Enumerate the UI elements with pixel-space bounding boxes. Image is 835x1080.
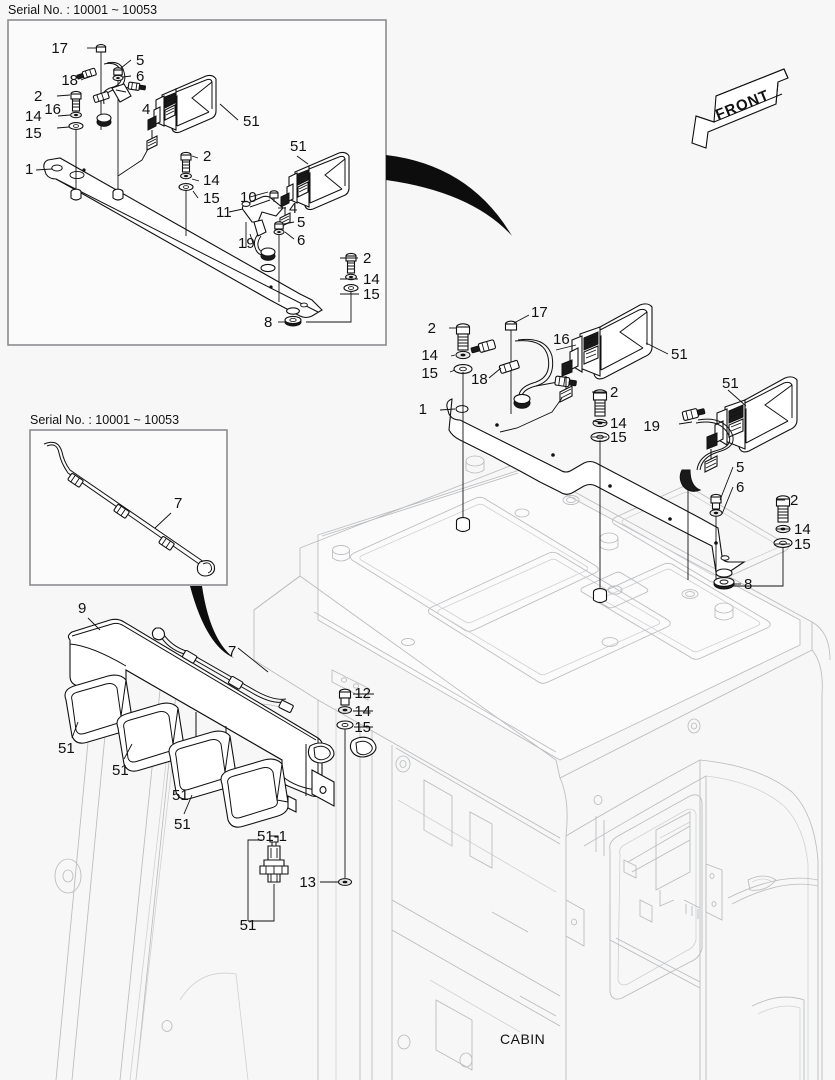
callout-m51b: 51 xyxy=(722,375,739,392)
callout-11: 11 xyxy=(216,204,232,221)
callout-1: 1 xyxy=(25,161,33,178)
callout-2a: 2 xyxy=(34,88,42,105)
callout-leaders-lightbar xyxy=(71,617,374,922)
callout-8a: 8 xyxy=(264,314,272,331)
callout-m15a: 15 xyxy=(421,365,438,382)
callout-m14c: 14 xyxy=(794,521,811,538)
harness-7-detail xyxy=(43,441,216,577)
callout-m51a: 51 xyxy=(671,346,688,363)
harness-16-group xyxy=(470,320,577,414)
callout-m5: 5 xyxy=(736,459,744,476)
inset-top-panel: Serial No. : 10001 ~ 10053 xyxy=(7,3,387,346)
inset-top-leaders xyxy=(35,47,359,323)
callout-m18: 18 xyxy=(471,371,488,388)
callout-14a: 14 xyxy=(25,108,42,125)
callout-7-inset: 7 xyxy=(174,495,182,512)
callout-m15c: 15 xyxy=(794,536,811,553)
cabin-label: CABIN xyxy=(500,1031,545,1047)
callout-lb51b: 51 xyxy=(112,762,129,779)
callout-15c: 15 xyxy=(363,286,380,303)
inset-bolt-center xyxy=(178,151,194,236)
callout-lb12: 12 xyxy=(354,685,371,702)
callout-lb51c: 51 xyxy=(172,787,189,804)
inset-bracket-11 xyxy=(241,190,285,302)
harness-19-group xyxy=(679,408,734,580)
callout-lb51-1: 51-1 xyxy=(257,828,287,845)
main-lamp-bracket-assembly xyxy=(439,303,798,604)
callout-14c: 14 xyxy=(363,271,380,288)
callout-lb14: 14 xyxy=(354,703,371,720)
callout-5b: 5 xyxy=(297,214,305,231)
lamp-row xyxy=(64,674,297,828)
callout-lb51a: 51 xyxy=(58,740,75,757)
swoosh-leader-top xyxy=(386,155,512,236)
callout-m16: 16 xyxy=(553,331,570,348)
inset-top-callouts: 17 18 5 6 2 16 14 4 15 1 2 14 15 51 51 1… xyxy=(25,40,380,331)
callout-14b: 14 xyxy=(203,172,220,189)
callout-m17: 17 xyxy=(531,304,548,321)
callout-m2b: 2 xyxy=(610,384,618,401)
callout-lb51d: 51 xyxy=(174,816,191,833)
inset-grommet-8 xyxy=(284,307,302,327)
callout-m14b: 14 xyxy=(610,415,627,432)
callout-5: 5 xyxy=(136,52,144,69)
swoosh-leader-lower xyxy=(190,586,234,658)
grommet-8 xyxy=(713,568,735,590)
inset-top-serial: Serial No. : 10001 ~ 10053 xyxy=(8,3,157,17)
halogen-bulb xyxy=(259,835,289,883)
inset-lower-panel: Serial No. : 10001 ~ 10053 7 xyxy=(29,413,228,586)
lightbar-callouts: 9 7 12 14 15 51 51 51 51 51-1 13 51 xyxy=(58,600,371,934)
callout-m14a: 14 xyxy=(421,347,438,364)
inset-bolt-right xyxy=(306,252,359,323)
callout-18: 18 xyxy=(61,72,78,89)
callout-19: 19 xyxy=(238,235,255,252)
callout-2b: 2 xyxy=(203,148,211,165)
callout-51b: 51 xyxy=(290,138,307,155)
callout-m1: 1 xyxy=(419,401,427,418)
callout-lb9: 9 xyxy=(78,600,86,617)
callout-17: 17 xyxy=(51,40,68,57)
harness-7-on-bar xyxy=(151,627,335,764)
callout-6: 6 xyxy=(136,68,144,85)
callout-15a: 15 xyxy=(25,125,42,142)
bolt-stack-left xyxy=(453,323,473,533)
callout-leaders-main xyxy=(439,314,790,585)
callout-2c: 2 xyxy=(363,250,371,267)
callout-m19: 19 xyxy=(643,418,660,435)
callout-lb15: 15 xyxy=(354,719,371,736)
callout-16: 16 xyxy=(44,101,61,118)
callout-lb7: 7 xyxy=(228,643,236,660)
callout-15b: 15 xyxy=(203,190,220,207)
callout-m6: 6 xyxy=(736,479,744,496)
callout-m2c: 2 xyxy=(790,492,798,509)
callout-m2a: 2 xyxy=(428,320,436,337)
front-light-bar-assembly xyxy=(64,617,377,922)
callout-m15b: 15 xyxy=(610,429,627,446)
callout-lb13: 13 xyxy=(299,874,316,891)
callout-4b: 4 xyxy=(289,200,297,217)
callout-10: 10 xyxy=(240,189,257,206)
main-callouts: 2 14 15 1 17 16 18 51 51 2 14 15 19 5 6 … xyxy=(419,304,811,593)
callout-m8: 8 xyxy=(744,576,752,593)
callout-4a: 4 xyxy=(142,101,150,118)
callout-51a: 51 xyxy=(243,113,260,130)
bolt-stack-lightbar xyxy=(336,688,377,886)
callout-lb51e: 51 xyxy=(240,917,257,934)
inset-harness-16 xyxy=(76,44,147,201)
inset-lower-serial: Serial No. : 10001 ~ 10053 xyxy=(30,413,179,427)
work-lamp-upper xyxy=(499,303,653,433)
callout-6b: 6 xyxy=(297,232,305,249)
cabin-outline xyxy=(54,455,831,1080)
inset-lamp-upper xyxy=(117,74,217,177)
inset-bolt-left xyxy=(68,90,84,201)
